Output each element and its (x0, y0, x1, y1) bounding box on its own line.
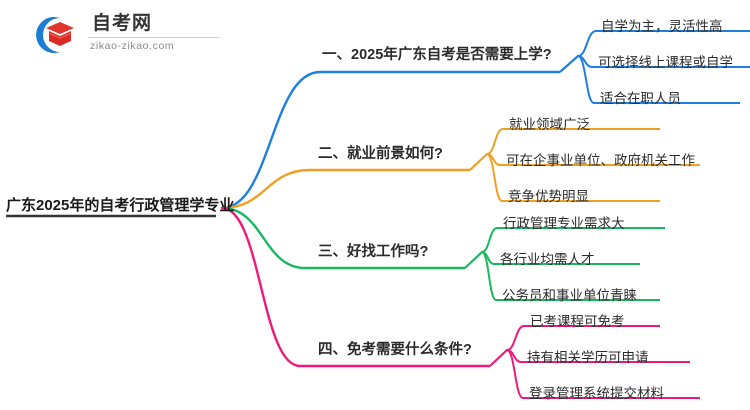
mindmap-branch-label-4: 四、免考需要什么条件? (318, 342, 472, 358)
graduation-cap-icon (36, 17, 74, 53)
mindmap-leaf-label-3-1: 行政管理专业需求大 (503, 216, 625, 231)
mindmap-leaf-label-2-2: 可在企事业单位、政府机关工作 (506, 153, 695, 168)
mindmap-leaf-label-1-3: 适合在职人员 (600, 91, 681, 106)
mindmap-leaf-label-4-2: 持有相关学历可申请 (527, 350, 649, 365)
logo-divider (88, 37, 220, 38)
mindmap-branch-label-3: 三、好找工作吗? (318, 244, 429, 260)
mindmap-leaf-label-4-1: 已考课程可免考 (530, 314, 625, 329)
mindmap-leaf-label-3-3: 公务员和事业单位青睐 (502, 288, 637, 303)
logo-title: 自考网 (92, 13, 153, 34)
logo-text: 自考网 zikao-zikao.com (88, 12, 228, 52)
mindmap-leaf-label-2-3: 竞争优势明显 (508, 189, 589, 204)
site-logo: 自考网 zikao-zikao.com (30, 12, 230, 58)
mindmap-leaf-label-3-2: 各行业均需人才 (500, 252, 595, 267)
mindmap-leaf-label-4-3: 登录管理系统提交材料 (529, 386, 664, 401)
logo-subtitle: zikao-zikao.com (90, 40, 175, 52)
mindmap-branch-label-2: 二、就业前景如何? (318, 146, 443, 162)
mindmap-leaf-label-1-2: 可选择线上课程或自学 (598, 55, 733, 70)
mindmap-leaf-label-2-1: 就业领域广泛 (509, 117, 590, 132)
mindmap-root-label: 广东2025年的自考行政管理学专业 (6, 197, 235, 214)
mindmap-branch-label-1: 一、2025年广东自考是否需要上学? (322, 47, 552, 63)
mindmap-leaf-label-1-1: 自学为主，灵活性高 (601, 19, 723, 34)
